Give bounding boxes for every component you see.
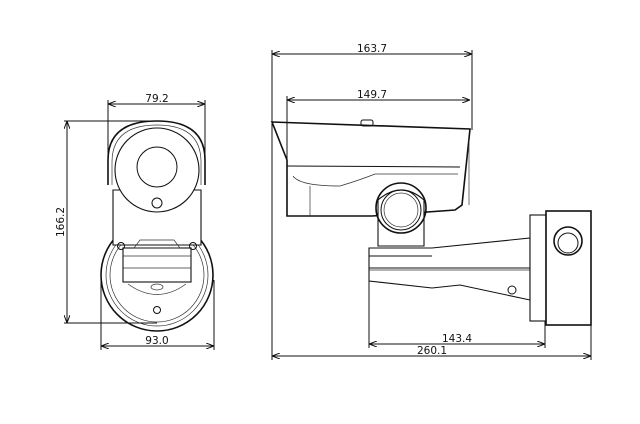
dim-base-width: 93.0	[145, 335, 168, 347]
conduit-port	[553, 226, 583, 256]
dim-housing-body: 149.7	[357, 89, 387, 101]
wall-flange	[529, 214, 547, 322]
bracket-arm	[368, 237, 531, 301]
screw	[189, 242, 197, 250]
lens	[136, 146, 178, 188]
dim-top-width: 79.2	[145, 93, 168, 105]
ir-sensor	[151, 197, 163, 209]
front-view: 79.2 166.2 93.0	[55, 93, 215, 350]
side-view: 163.7 149.7 143.4 260.1	[270, 43, 592, 360]
dim-height: 166.2	[55, 207, 67, 237]
screw	[117, 242, 125, 250]
camera-housing	[270, 121, 471, 217]
screw	[153, 306, 161, 314]
dim-bracket-length: 143.4	[442, 333, 472, 345]
housing-front	[114, 127, 200, 213]
pan-block	[122, 247, 192, 283]
junction-box	[545, 210, 592, 326]
pivot-joint	[375, 182, 427, 234]
dim-overall-length: 260.1	[417, 345, 447, 357]
top-screw	[360, 119, 374, 127]
sunshield	[107, 120, 206, 185]
dim-overall-housing: 163.7	[357, 43, 387, 55]
